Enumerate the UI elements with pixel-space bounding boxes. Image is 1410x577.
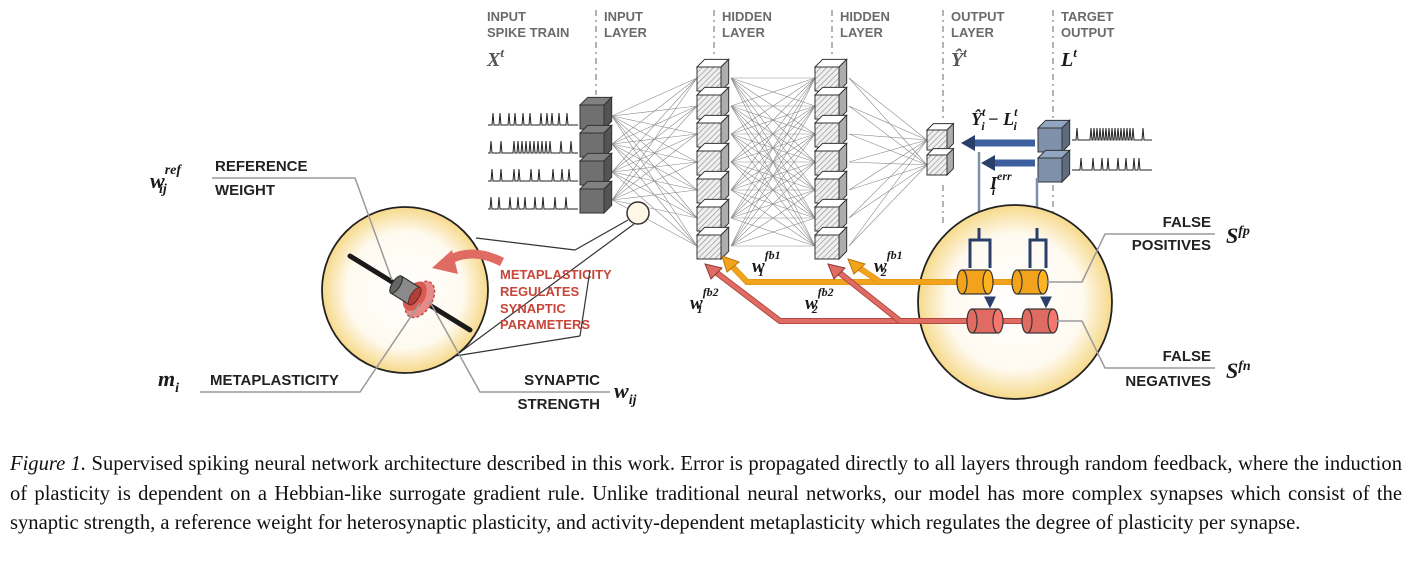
output-layer-neurons xyxy=(925,122,955,177)
output-neuron xyxy=(925,147,955,177)
network-connections xyxy=(611,77,928,247)
input-neuron xyxy=(578,124,613,159)
zoom-source-circle xyxy=(626,201,650,225)
hidden1-neuron xyxy=(695,58,730,93)
meta-note-line1: METAPLASTICITY xyxy=(500,267,612,282)
symbol-wij: wij xyxy=(614,378,637,408)
header-output-2: LAYER xyxy=(951,25,994,40)
header-input-spike-1: INPUT xyxy=(487,9,526,24)
input-spike-trains xyxy=(488,112,578,210)
symbol-target-lt: Lt xyxy=(1060,45,1077,71)
symbol-sfp: Sfp xyxy=(1226,223,1250,248)
target-neuron xyxy=(1036,149,1071,184)
figure-caption: Figure 1. Supervised spiking neural netw… xyxy=(10,450,1402,539)
fn-cylinder xyxy=(1021,308,1059,334)
meta-regulation-arrow xyxy=(432,250,458,274)
header-input-layer-1: INPUT xyxy=(604,9,643,24)
header-hidden2-1: HIDDEN xyxy=(840,9,890,24)
fn-label-line2: NEGATIVES xyxy=(1125,373,1211,390)
hidden1-neuron xyxy=(695,86,730,121)
fn-label-line1: FALSE xyxy=(1163,348,1211,365)
fp-cylinder xyxy=(1011,269,1049,295)
target-neuron xyxy=(1036,119,1071,154)
header-hidden1-2: LAYER xyxy=(722,25,765,40)
error-routing xyxy=(968,228,1052,309)
symbol-sfn: Sfn xyxy=(1226,358,1251,383)
target-spike-trains xyxy=(1072,127,1152,171)
hidden1-neuron xyxy=(695,226,730,261)
error-arrowhead-top xyxy=(961,135,975,151)
output-neuron xyxy=(925,122,955,152)
target-output-neurons xyxy=(1036,119,1071,184)
layer-separators xyxy=(595,10,1054,225)
input-neuron xyxy=(578,96,613,131)
hidden2-neuron xyxy=(813,198,848,233)
hidden2-neuron xyxy=(813,86,848,121)
hidden1-neuron xyxy=(695,114,730,149)
header-input-spike-2: SPIKE TRAIN xyxy=(487,25,569,40)
hidden-layer-1-neurons xyxy=(695,58,730,261)
caption-text: Supervised spiking neural network archit… xyxy=(10,453,1402,534)
fp-cylinder xyxy=(956,269,994,295)
meta-note-line3: SYNAPTIC xyxy=(500,301,566,316)
reference-label-line2: WEIGHT xyxy=(215,182,275,199)
symbol-output-yt: Ŷt xyxy=(951,45,967,71)
error-arrowhead-bottom xyxy=(981,155,995,171)
hidden-layer-2-neurons xyxy=(813,58,848,261)
caption-label: Figure 1. xyxy=(10,453,87,475)
reference-label-line1: REFERENCE xyxy=(215,158,308,175)
meta-note-line2: REGULATES xyxy=(500,284,580,299)
plasticity-cylinders xyxy=(956,269,1059,334)
hidden2-neuron xyxy=(813,226,848,261)
architecture-diagram: INPUT SPIKE TRAIN INPUT LAYER HIDDEN LAY… xyxy=(150,9,1251,413)
meta-note-line4: PARAMETERS xyxy=(500,317,590,332)
header-target-2: OUTPUT xyxy=(1061,25,1115,40)
hidden1-neuron xyxy=(695,198,730,233)
synaptic-label-line1: SYNAPTIC xyxy=(524,372,600,389)
synaptic-label-line2: STRENGTH xyxy=(518,396,601,413)
false-negative-feedback xyxy=(704,263,1040,324)
fp-label-line2: POSITIVES xyxy=(1132,237,1211,254)
error-neuron-circle xyxy=(917,204,1113,400)
hidden2-neuron xyxy=(813,170,848,205)
input-layer-neurons xyxy=(578,96,613,215)
header-target-1: TARGET xyxy=(1061,9,1114,24)
false-negatives-label: FALSE NEGATIVES Sfn xyxy=(1055,320,1251,390)
symbol-input-xt: Xt xyxy=(486,45,504,71)
hidden1-neuron xyxy=(695,170,730,205)
fp-label-line1: FALSE xyxy=(1163,214,1211,231)
fn-cylinder xyxy=(966,308,1004,334)
header-input-layer-2: LAYER xyxy=(604,25,647,40)
synapse-zoom: METAPLASTICITY REGULATES SYNAPTIC PARAME… xyxy=(321,201,650,374)
metaplasticity-label: METAPLASTICITY xyxy=(210,372,339,389)
input-neuron xyxy=(578,152,613,187)
false-positives-label: FALSE POSITIVES Sfp xyxy=(1046,214,1250,283)
hidden2-neuron xyxy=(813,114,848,149)
symbol-mi: mi xyxy=(158,366,179,396)
header-hidden2-2: LAYER xyxy=(840,25,883,40)
hidden2-neuron xyxy=(813,142,848,177)
header-output-1: OUTPUT xyxy=(951,9,1005,24)
input-neuron xyxy=(578,180,613,215)
column-headers: INPUT SPIKE TRAIN INPUT LAYER HIDDEN LAY… xyxy=(487,9,1115,40)
hidden1-neuron xyxy=(695,142,730,177)
hidden2-neuron xyxy=(813,58,848,93)
header-hidden1-1: HIDDEN xyxy=(722,9,772,24)
